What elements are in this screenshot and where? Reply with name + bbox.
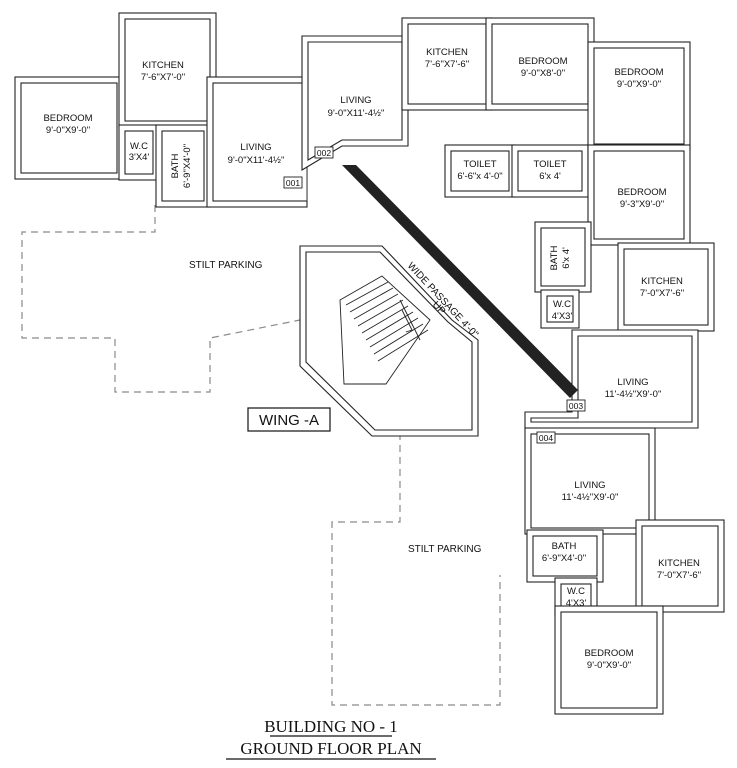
room-size: 4'X3' [566, 598, 587, 609]
room-name: LIVING [240, 142, 271, 153]
unit-number-box-004 [536, 431, 556, 444]
room-size: 3'X4' [129, 152, 150, 163]
unit-001 [14, 12, 308, 208]
floor-plan-title: GROUND FLOOR PLAN [240, 739, 421, 758]
wing-label: WING -A [259, 412, 319, 429]
room-name: BATH [552, 541, 577, 552]
room-name: BEDROOM [43, 113, 92, 124]
staircase [339, 275, 431, 385]
unit-003 [511, 41, 715, 429]
room-size: 6'-6"x 4'-0" [457, 171, 502, 182]
room-name: BEDROOM [617, 187, 666, 198]
room-name: W.C [567, 586, 585, 597]
passage-wall-upper [342, 165, 578, 398]
room-size: 7'-6"X7'-6" [425, 59, 469, 70]
unit-number-box-003 [566, 399, 586, 412]
room-size: 9'-0"X9'-0" [617, 79, 661, 90]
room-size: 7'-0"X7'-6" [640, 288, 684, 299]
room-size: 9'-0"X11'-4½" [328, 108, 385, 119]
room-size: 6'x 4' [539, 171, 561, 182]
room-name: KITCHEN [142, 60, 184, 71]
room-name: LIVING [574, 480, 605, 491]
room-name: TOILET [463, 159, 496, 170]
unit-number-001: 001 [286, 178, 300, 188]
room-size: 4'X3' [552, 311, 573, 322]
room-size: 6'-9"X4'-0" [182, 144, 193, 188]
stilt-parking-outline-upper [21, 205, 311, 393]
room-size: 11'-4½"X9'-0" [605, 389, 662, 400]
stilt-parking-outline-lower [331, 433, 501, 706]
room-name: KITCHEN [641, 276, 683, 287]
unit-004 [524, 427, 725, 715]
room-size: 9'-0"X11'-4½" [228, 155, 285, 166]
room-size: 9'-0"X8'-0" [521, 68, 565, 79]
unit-number-box-001 [283, 176, 303, 189]
room-name: LIVING [617, 377, 648, 388]
unit-002 [301, 17, 595, 198]
unit-number-002: 002 [317, 148, 331, 158]
room-name: W.C [553, 299, 571, 310]
room-size: 6'-9"X4'-0" [542, 553, 586, 564]
room-size: 9'-0"X9'-0" [46, 125, 90, 136]
unit-number-004: 004 [539, 433, 553, 443]
stilt-parking-label-lower: STILT PARKING [408, 544, 482, 555]
room-name: BEDROOM [614, 67, 663, 78]
room-size: 7'-6"X7'-0" [141, 72, 185, 83]
building-title: BUILDING NO - 1 [264, 717, 398, 736]
room-size: 7'-0"X7'-6" [657, 570, 701, 581]
room-name: LIVING [340, 95, 371, 106]
room-size: 6'x 4' [561, 247, 572, 269]
room-name: W.C [130, 141, 148, 152]
room-name: KITCHEN [658, 558, 700, 569]
room-size: 9'-0"X9'-0" [587, 660, 631, 671]
room-name: BATH [549, 246, 560, 271]
room-name: KITCHEN [426, 47, 468, 58]
wing-label-box [247, 407, 331, 432]
room-size: 9'-3"X9'-0" [620, 199, 664, 210]
room-name: BEDROOM [584, 648, 633, 659]
stilt-parking-label-upper: STILT PARKING [189, 260, 263, 271]
room-size: 11'-4½"X9'-0" [562, 492, 619, 503]
central-core [299, 165, 578, 437]
unit-number-003: 003 [569, 401, 583, 411]
unit-number-box-002 [314, 146, 334, 159]
room-name: TOILET [533, 159, 566, 170]
room-name: BATH [170, 154, 181, 179]
room-name: BEDROOM [518, 56, 567, 67]
